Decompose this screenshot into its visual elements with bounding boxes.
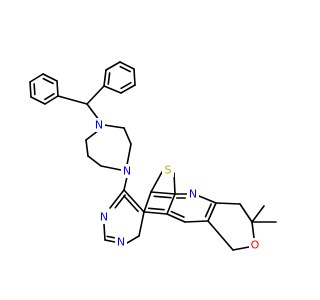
bond [42, 77, 54, 85]
bond [103, 223, 106, 241]
bond [103, 124, 125, 129]
bond [170, 210, 185, 218]
bond [207, 220, 234, 251]
atom-n-pyrimidine-a: N [98, 210, 110, 224]
bond [114, 194, 126, 209]
bond [144, 211, 168, 215]
bond [126, 143, 132, 166]
bond [150, 191, 176, 195]
molecule-structure: N N S N N N O [29, 61, 277, 252]
atom-n-piperazine-bottom: N [121, 164, 133, 178]
svg-text:S: S [165, 164, 172, 177]
bond [173, 172, 176, 195]
bond [239, 203, 253, 223]
bond [123, 195, 139, 213]
bond [198, 195, 217, 204]
bond [44, 95, 59, 105]
bond [251, 205, 265, 223]
atom-s-thiophene: S [162, 163, 174, 177]
bond [86, 85, 105, 105]
bond [56, 80, 59, 97]
svg-text:N: N [117, 236, 125, 249]
bond [42, 73, 58, 82]
bond [123, 127, 132, 145]
bond [215, 202, 241, 205]
bond [85, 139, 89, 157]
bond [29, 73, 44, 83]
bond [57, 95, 88, 105]
bond [44, 92, 55, 101]
bond [150, 171, 163, 193]
bond [29, 81, 32, 98]
atom-n-pyridine: N [187, 187, 199, 201]
bond [123, 176, 128, 191]
bond [119, 61, 135, 70]
svg-text:O: O [251, 239, 260, 252]
bond [251, 221, 255, 239]
bond [184, 220, 209, 223]
bond [153, 195, 172, 199]
bond [103, 69, 107, 87]
bond [147, 207, 165, 211]
bond [166, 213, 186, 223]
svg-text:N: N [100, 211, 108, 224]
bond [123, 189, 145, 213]
bond [105, 61, 121, 71]
atom-o-pyran: O [249, 238, 261, 252]
bond [109, 189, 125, 209]
bond [207, 202, 217, 222]
bond [204, 203, 212, 218]
bond [126, 235, 140, 244]
bond [143, 191, 152, 213]
atom-n-piperazine-top: N [93, 118, 105, 132]
bond [106, 235, 116, 239]
bond [86, 103, 100, 121]
svg-text:N: N [189, 188, 197, 201]
bond [232, 246, 250, 251]
bond-lines [29, 61, 277, 251]
bond [138, 211, 145, 237]
bond [103, 85, 122, 94]
bond [107, 72, 111, 85]
bond [100, 165, 122, 171]
bond [104, 239, 116, 243]
bond [87, 155, 102, 167]
svg-text:N: N [123, 165, 131, 178]
bond [30, 96, 46, 105]
bond [120, 81, 132, 90]
bond [133, 68, 136, 86]
svg-text:N: N [95, 119, 103, 132]
bond [119, 65, 131, 73]
atom-labels: N N S N N N O [93, 118, 261, 252]
bond [166, 193, 176, 215]
bond [120, 84, 136, 94]
bond [33, 83, 36, 96]
atom-n-pyrimidine-b: N [115, 235, 127, 249]
